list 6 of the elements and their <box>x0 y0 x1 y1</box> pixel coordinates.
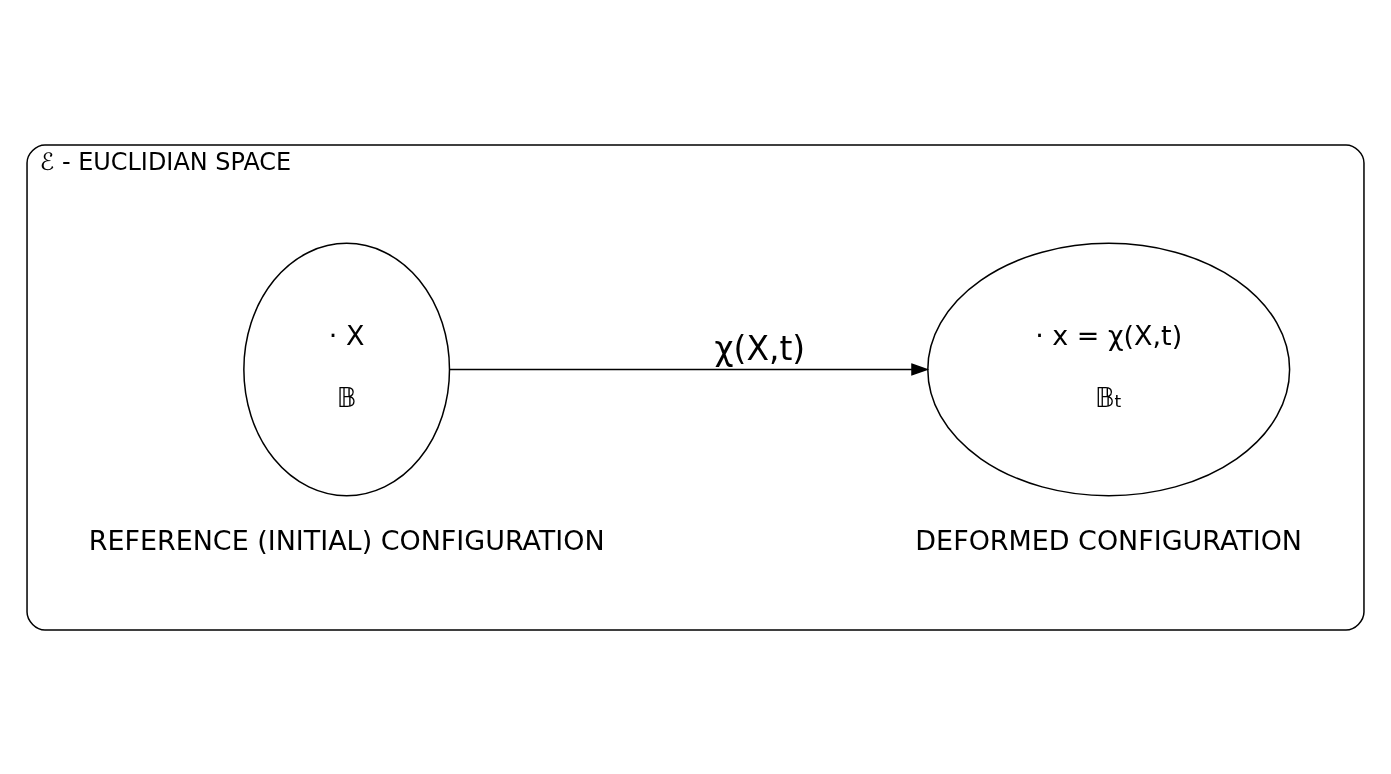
node-label: REFERENCE (INITIAL) CONFIGURATION <box>88 524 605 556</box>
edge-label: χ(X,t) <box>714 328 806 368</box>
node-label: DEFORMED CONFIGURATION <box>915 524 1303 556</box>
node-ellipse: · x = χ(X,t) 𝔹ₜ <box>927 242 1291 496</box>
arrow <box>449 362 930 376</box>
node-ellipse: · X 𝔹 <box>243 242 451 496</box>
